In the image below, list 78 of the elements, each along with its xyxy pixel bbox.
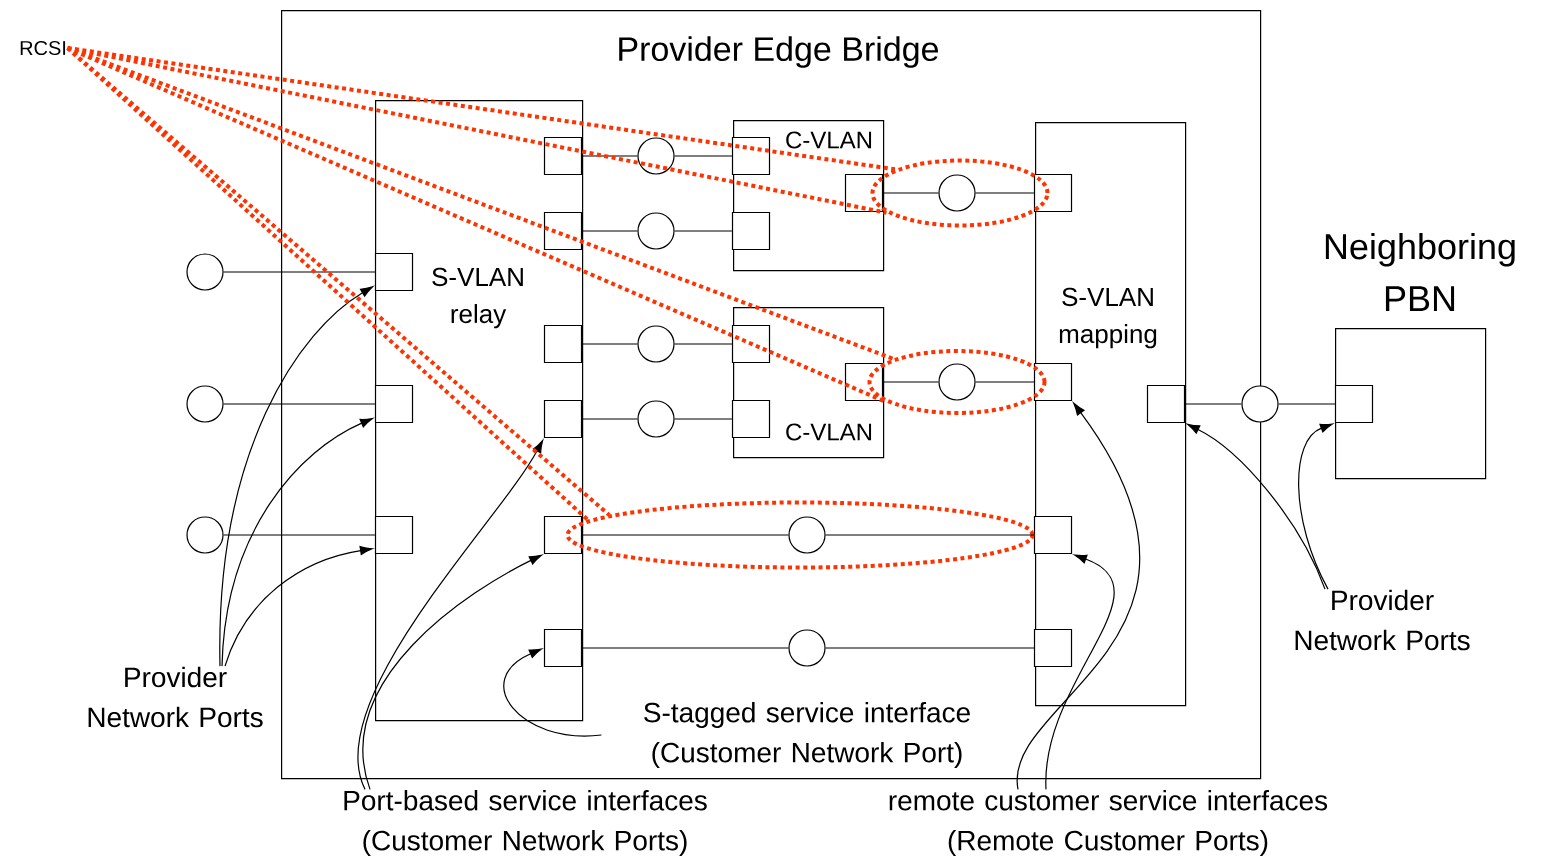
connection-line <box>674 230 733 232</box>
port-box <box>543 399 583 439</box>
leader-line <box>224 546 373 667</box>
vlan-box: C-VLAN <box>733 307 885 459</box>
port-box <box>543 515 583 555</box>
leader-line <box>1298 423 1333 590</box>
port-box <box>543 211 583 251</box>
node-label: Neighboring PBN <box>1325 232 1515 312</box>
port-box <box>1033 515 1073 555</box>
port-box <box>374 252 414 292</box>
connection-line <box>581 155 638 157</box>
port-box <box>731 324 771 364</box>
leader-line <box>363 554 542 790</box>
leader-line <box>1045 554 1115 790</box>
connection-line <box>882 381 939 383</box>
port-box <box>731 399 771 439</box>
connection-line <box>674 343 733 345</box>
relay-box: S-VLAN relay <box>375 100 584 722</box>
port-circle <box>637 400 675 438</box>
vlan-box: C-VLAN <box>733 120 885 272</box>
callout-text: RCSI <box>20 40 66 56</box>
port-circle <box>186 253 224 291</box>
port-circle <box>788 629 826 667</box>
port-box <box>543 628 583 668</box>
port-circle <box>637 212 675 250</box>
connection-line <box>223 534 376 536</box>
port-box <box>1334 384 1374 424</box>
connection-line <box>581 647 789 649</box>
dotted-ellipse <box>867 349 1047 415</box>
connection-line <box>581 534 789 536</box>
dotted-ellipse <box>565 500 1035 570</box>
connection-line <box>674 418 733 420</box>
leader-line <box>1187 423 1326 590</box>
caption-text: S-tagged service interface (Customer Network Port) <box>644 701 970 769</box>
caption-text: Port-based service interfaces (Customer Network Ports) <box>344 789 707 857</box>
connection-line <box>223 403 376 405</box>
connection-line <box>1184 403 1242 405</box>
connection-line <box>674 155 733 157</box>
connection-line <box>1278 403 1336 405</box>
connection-line <box>825 647 1035 649</box>
leader-line <box>1017 402 1141 790</box>
port-box <box>1033 628 1073 668</box>
port-box <box>731 211 771 251</box>
leader-line <box>357 439 544 790</box>
port-circle <box>637 137 675 175</box>
port-circle <box>1241 385 1279 423</box>
connection-line <box>581 343 638 345</box>
connection-line <box>975 192 1035 194</box>
port-circle <box>788 516 826 554</box>
port-box <box>1033 362 1073 402</box>
mapping-box: S-VLAN mapping <box>1035 122 1187 707</box>
port-circle <box>186 516 224 554</box>
port-box <box>374 515 414 555</box>
port-circle <box>186 385 224 423</box>
leader-line <box>219 286 374 667</box>
port-box <box>731 136 771 176</box>
port-circle <box>938 174 976 212</box>
network-box: Neighboring PBN <box>1325 232 1515 480</box>
caption-text: Provider Network Ports <box>1295 589 1470 651</box>
callout-line <box>65 46 896 404</box>
connection-line <box>975 381 1035 383</box>
caption-text: remote customer service interfaces (Remote Customer Ports) <box>889 789 1328 857</box>
connection-line <box>882 192 939 194</box>
port-box <box>1146 384 1186 424</box>
connection-line <box>223 271 376 273</box>
port-box <box>543 324 583 364</box>
port-box <box>374 384 414 424</box>
leader-line <box>221 417 373 667</box>
leader-line <box>503 648 602 737</box>
caption-text: Provider Network Ports <box>88 666 263 728</box>
port-circle <box>637 325 675 363</box>
connection-line <box>581 418 638 420</box>
port-box <box>1033 173 1073 213</box>
dotted-ellipse <box>870 158 1050 228</box>
port-circle <box>938 363 976 401</box>
port-box <box>543 136 583 176</box>
connection-line <box>581 230 638 232</box>
callout-line <box>65 46 612 523</box>
